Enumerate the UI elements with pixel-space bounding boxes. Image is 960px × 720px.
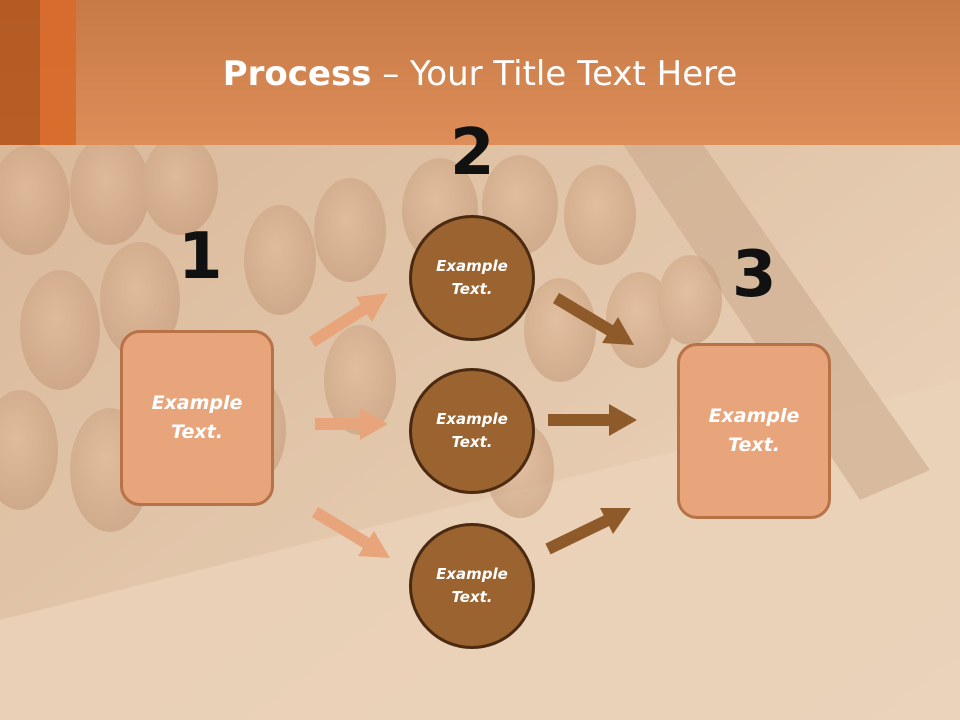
arrow-up-right-dark (545, 508, 631, 555)
circle-step-middle: Example Text. (409, 368, 535, 494)
circle-label: Example Text. (436, 410, 508, 451)
slide-title: Process – Your Title Text Here (0, 52, 960, 96)
arrow-right-dark (548, 404, 637, 436)
arrow-up-right-light (308, 293, 388, 348)
title-bar (0, 0, 960, 145)
circle-step-top: Example Text. (409, 215, 535, 341)
arrow-down-right-light (311, 506, 390, 558)
title-accent-stripe (40, 0, 76, 145)
circle-label: Example Text. (436, 257, 508, 298)
circle-label: Example Text. (436, 565, 508, 606)
step-number-1: 1 (178, 220, 223, 294)
left-box-label: Example Text. (151, 392, 243, 443)
step-number-3: 3 (732, 238, 777, 312)
arrow-right-light (315, 408, 388, 440)
title-accent-stripe (0, 0, 40, 145)
right-process-box: Example Text. (677, 343, 831, 519)
arrow-down-right-dark (552, 292, 634, 345)
step-number-2: 2 (450, 116, 495, 190)
right-box-label: Example Text. (708, 405, 800, 456)
title-rest: – Your Title Text Here (371, 54, 738, 94)
circle-step-bottom: Example Text. (409, 523, 535, 649)
title-bold: Process (222, 54, 372, 94)
left-process-box: Example Text. (120, 330, 274, 506)
